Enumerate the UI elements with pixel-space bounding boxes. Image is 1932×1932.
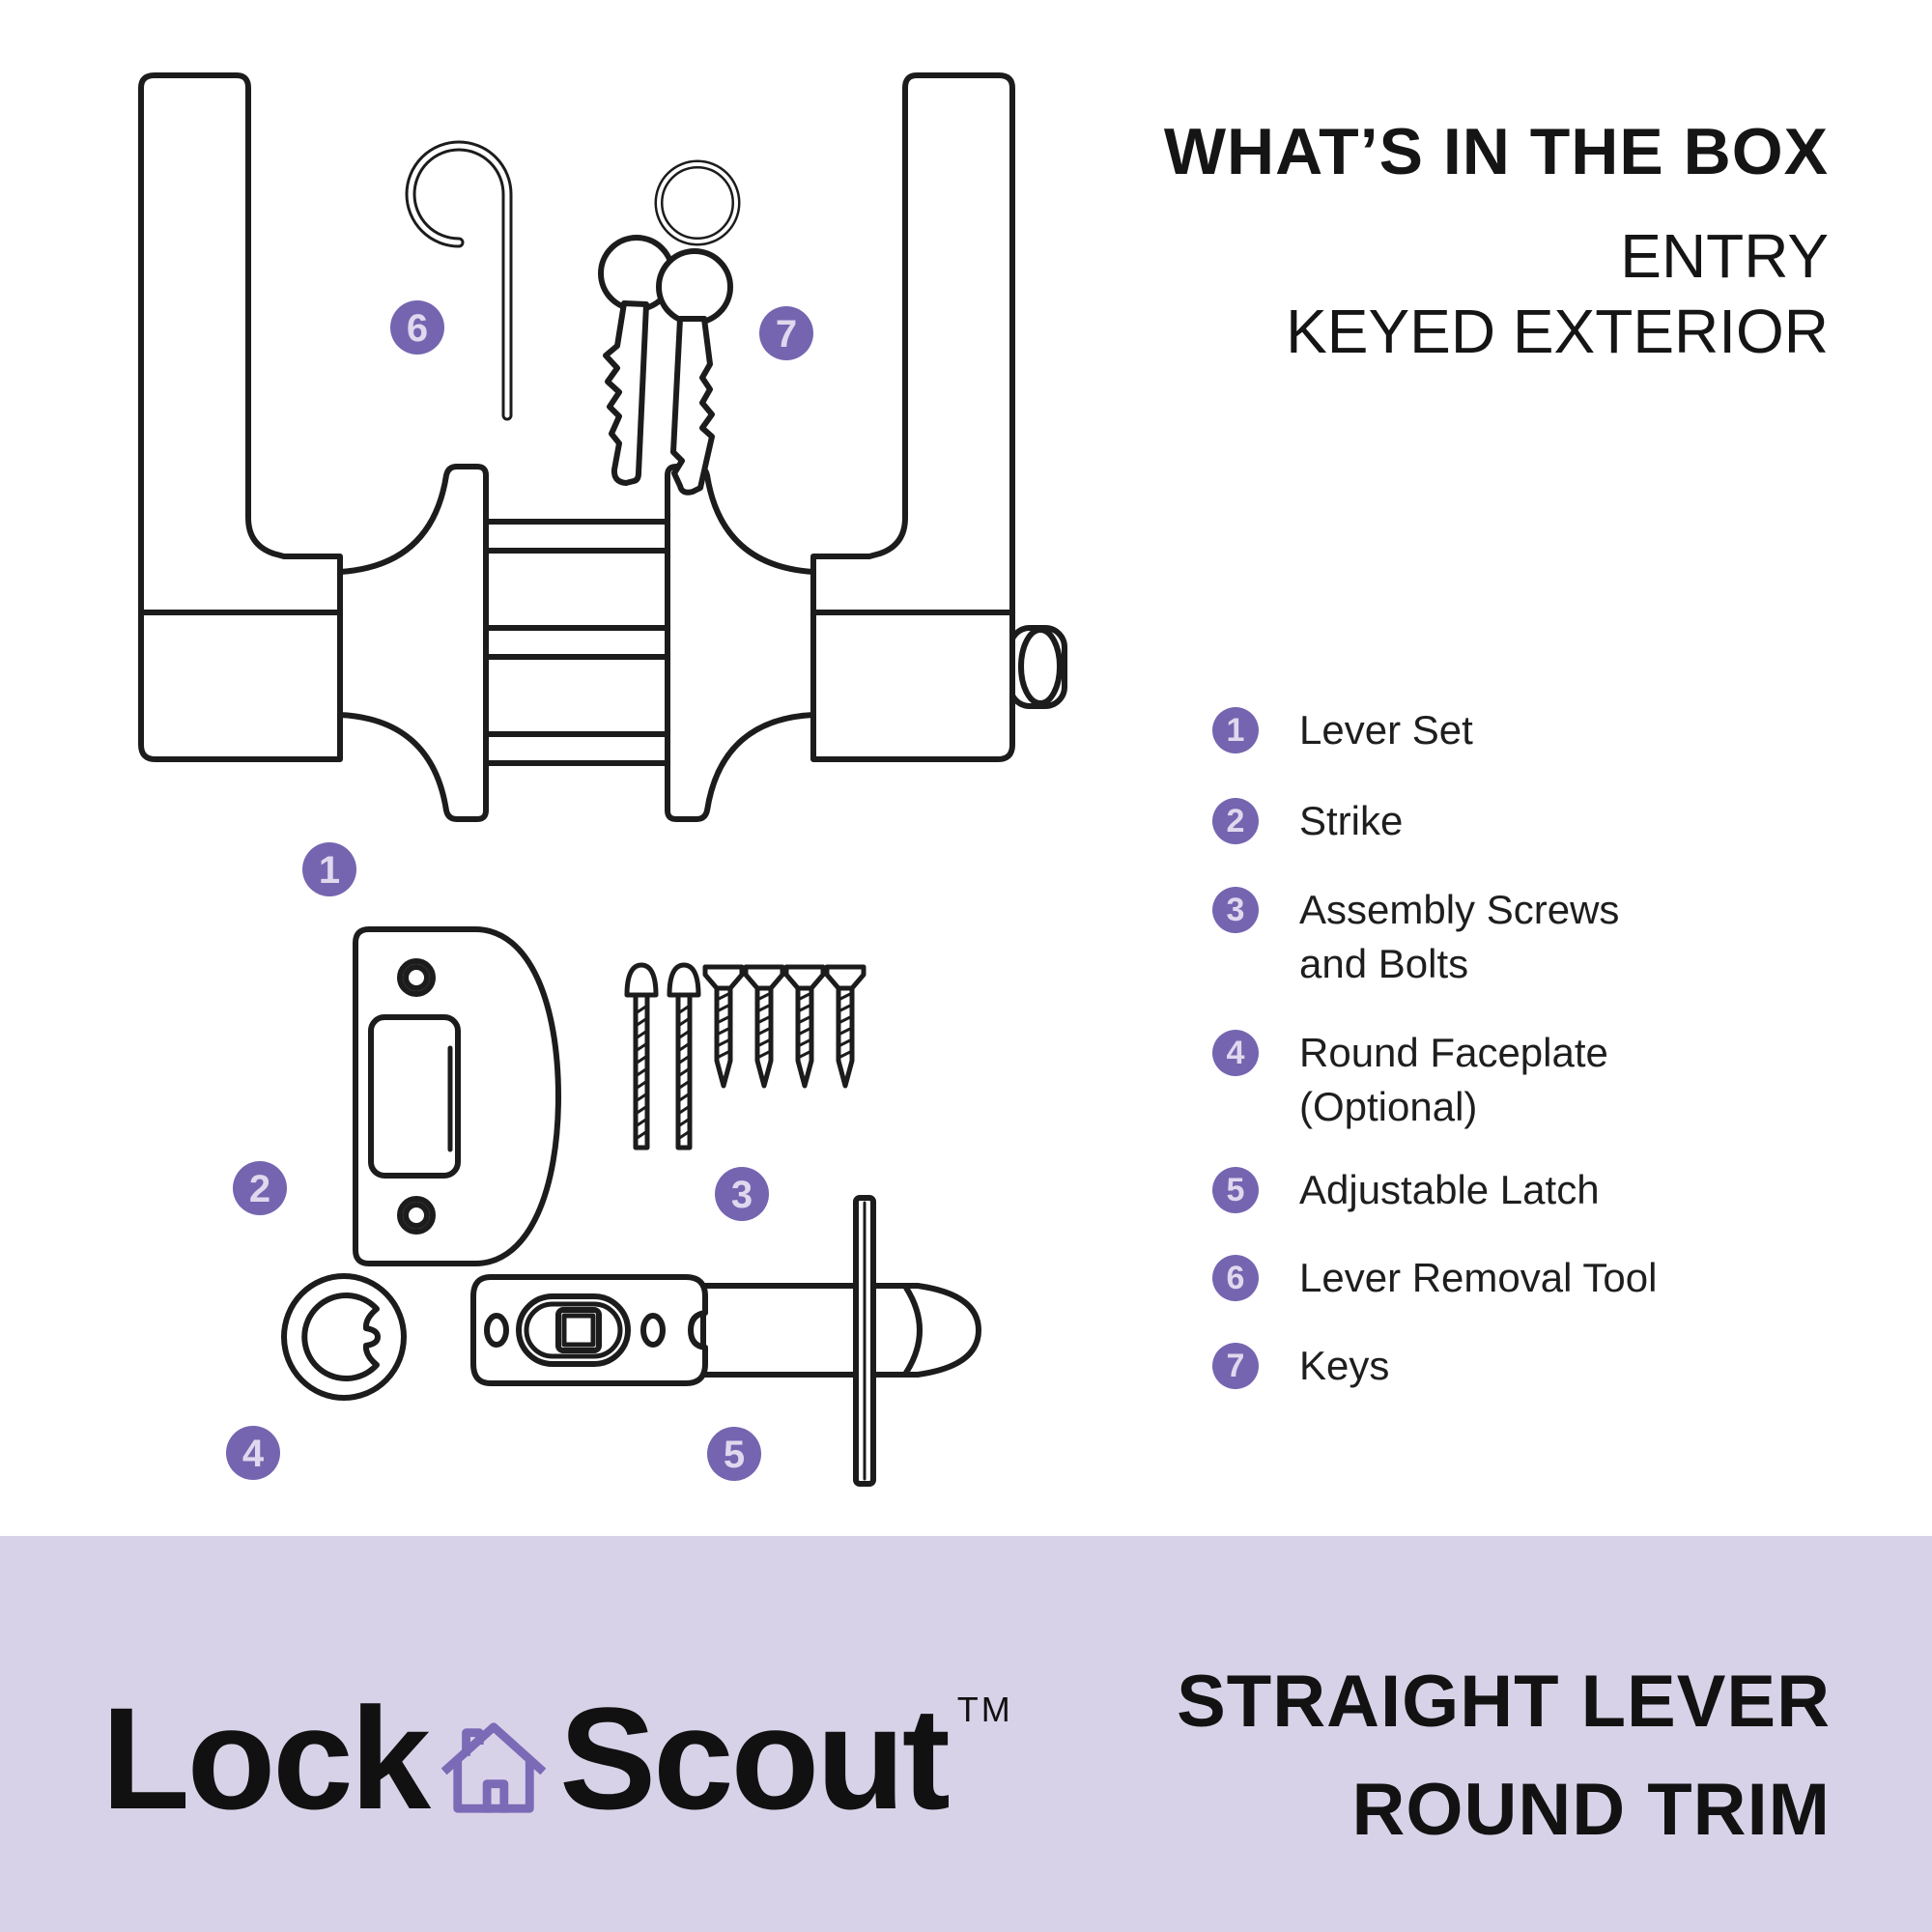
machine-bolt — [667, 962, 701, 1151]
svg-text:5: 5 — [724, 1434, 745, 1476]
svg-text:3: 3 — [731, 1174, 753, 1216]
product-line-2: ROUND TRIM — [1351, 1769, 1831, 1851]
lever-removal-tool-drawing — [405, 140, 513, 421]
brand-word-scout: Scout — [559, 1677, 951, 1839]
diagram-badge-latch: 5 — [707, 1427, 761, 1481]
strike-opening — [368, 1014, 461, 1179]
faceplate-drawing — [281, 1273, 407, 1401]
left-hub — [337, 464, 489, 822]
svg-text:1: 1 — [319, 849, 340, 892]
strike-drawing — [353, 926, 561, 1266]
right-hub — [665, 464, 816, 822]
legend-badge: 1 — [1212, 707, 1259, 753]
legend-item-lever-set: 1 Lever Set — [1212, 703, 1473, 757]
legend-item-latch: 5 Adjustable Latch — [1212, 1163, 1600, 1217]
right-lever — [810, 72, 1015, 762]
legend-label: Lever Removal Tool — [1299, 1255, 1658, 1300]
diagram-badge-strike: 2 — [233, 1161, 287, 1215]
page-subtitle: ENTRY KEYED EXTERIOR — [959, 218, 1829, 369]
latch-bolt-face-line — [903, 1285, 923, 1376]
legend-badge: 7 — [1212, 1343, 1259, 1389]
legend-label: Lever Set — [1299, 707, 1473, 753]
svg-text:7: 7 — [776, 313, 797, 355]
latch-side-hole — [484, 1313, 509, 1348]
legend-label: Strike — [1299, 798, 1404, 843]
lever-set-drawing — [138, 72, 1067, 822]
legend-item-screws: 3 Assembly Screws and Bolts — [1212, 883, 1619, 991]
diagram-badge-lever-set: 1 — [302, 842, 356, 896]
latch-tube — [700, 1283, 859, 1378]
latch-drawing — [470, 1195, 981, 1487]
latch-spindle-hole — [555, 1307, 602, 1353]
diagram-badge-tool: 6 — [390, 300, 444, 355]
legend-item-keys: 7 Keys — [1212, 1339, 1389, 1393]
key-ring-core — [657, 162, 738, 243]
screws-and-bolts-drawing — [624, 962, 867, 1151]
page-title: WHAT’S IN THE BOX — [1163, 115, 1829, 188]
diagram-badge-screws: 3 — [715, 1167, 769, 1221]
machine-bolt — [624, 962, 659, 1151]
legend-label: Adjustable Latch — [1299, 1167, 1600, 1212]
trademark-symbol: TM — [956, 1690, 1013, 1729]
left-lever — [138, 72, 343, 762]
subtitle-line-2: KEYED EXTERIOR — [1286, 297, 1829, 366]
svg-text:4: 4 — [242, 1433, 265, 1475]
legend-badge: 3 — [1212, 887, 1259, 933]
legend-item-strike: 2 Strike — [1212, 794, 1403, 848]
legend-item-faceplate: 4 Round Faceplate (Optional) — [1212, 1026, 1608, 1134]
legend-badge: 5 — [1212, 1167, 1259, 1213]
legend-item-tool: 6 Lever Removal Tool — [1212, 1251, 1657, 1305]
keys-drawing — [598, 159, 741, 496]
latch-bolt — [867, 1283, 981, 1378]
key-front-blade — [670, 316, 715, 496]
wood-screw — [702, 964, 745, 1089]
tool-wire-core — [408, 143, 510, 418]
subtitle-line-1: ENTRY — [1620, 221, 1829, 291]
house-icon — [440, 1718, 547, 1821]
legend-badge: 4 — [1212, 1030, 1259, 1076]
assembly-rods — [483, 519, 670, 766]
latch-side-hole — [640, 1313, 666, 1348]
brand-word-lock: Lock — [101, 1677, 431, 1839]
svg-text:6: 6 — [407, 307, 428, 350]
key-cylinder — [1008, 625, 1067, 709]
product-line-1: STRAIGHT LEVER — [1177, 1661, 1831, 1743]
wood-screw — [743, 964, 785, 1089]
diagram-badge-faceplate: 4 — [226, 1426, 280, 1480]
svg-text:2: 2 — [249, 1168, 270, 1210]
key-front-bow — [656, 248, 733, 326]
wood-screw — [824, 964, 867, 1089]
footer-band — [0, 1536, 1932, 1932]
legend-label: Keys — [1299, 1343, 1390, 1388]
product-name: STRAIGHT LEVER ROUND TRIM — [961, 1648, 1831, 1864]
legend-label: Round Faceplate (Optional) — [1299, 1030, 1608, 1129]
legend-badge: 2 — [1212, 798, 1259, 844]
legend-label: Assembly Screws and Bolts — [1299, 887, 1620, 986]
diagram-badge-keys: 7 — [759, 306, 813, 360]
faceplate-inner-ring — [301, 1293, 381, 1381]
legend-badge: 6 — [1212, 1255, 1259, 1301]
brand-logo: Lock Scout TM — [101, 1686, 1013, 1831]
tool-wire-outline — [405, 140, 513, 421]
key-back-blade — [603, 300, 649, 486]
wood-screw — [783, 964, 826, 1089]
